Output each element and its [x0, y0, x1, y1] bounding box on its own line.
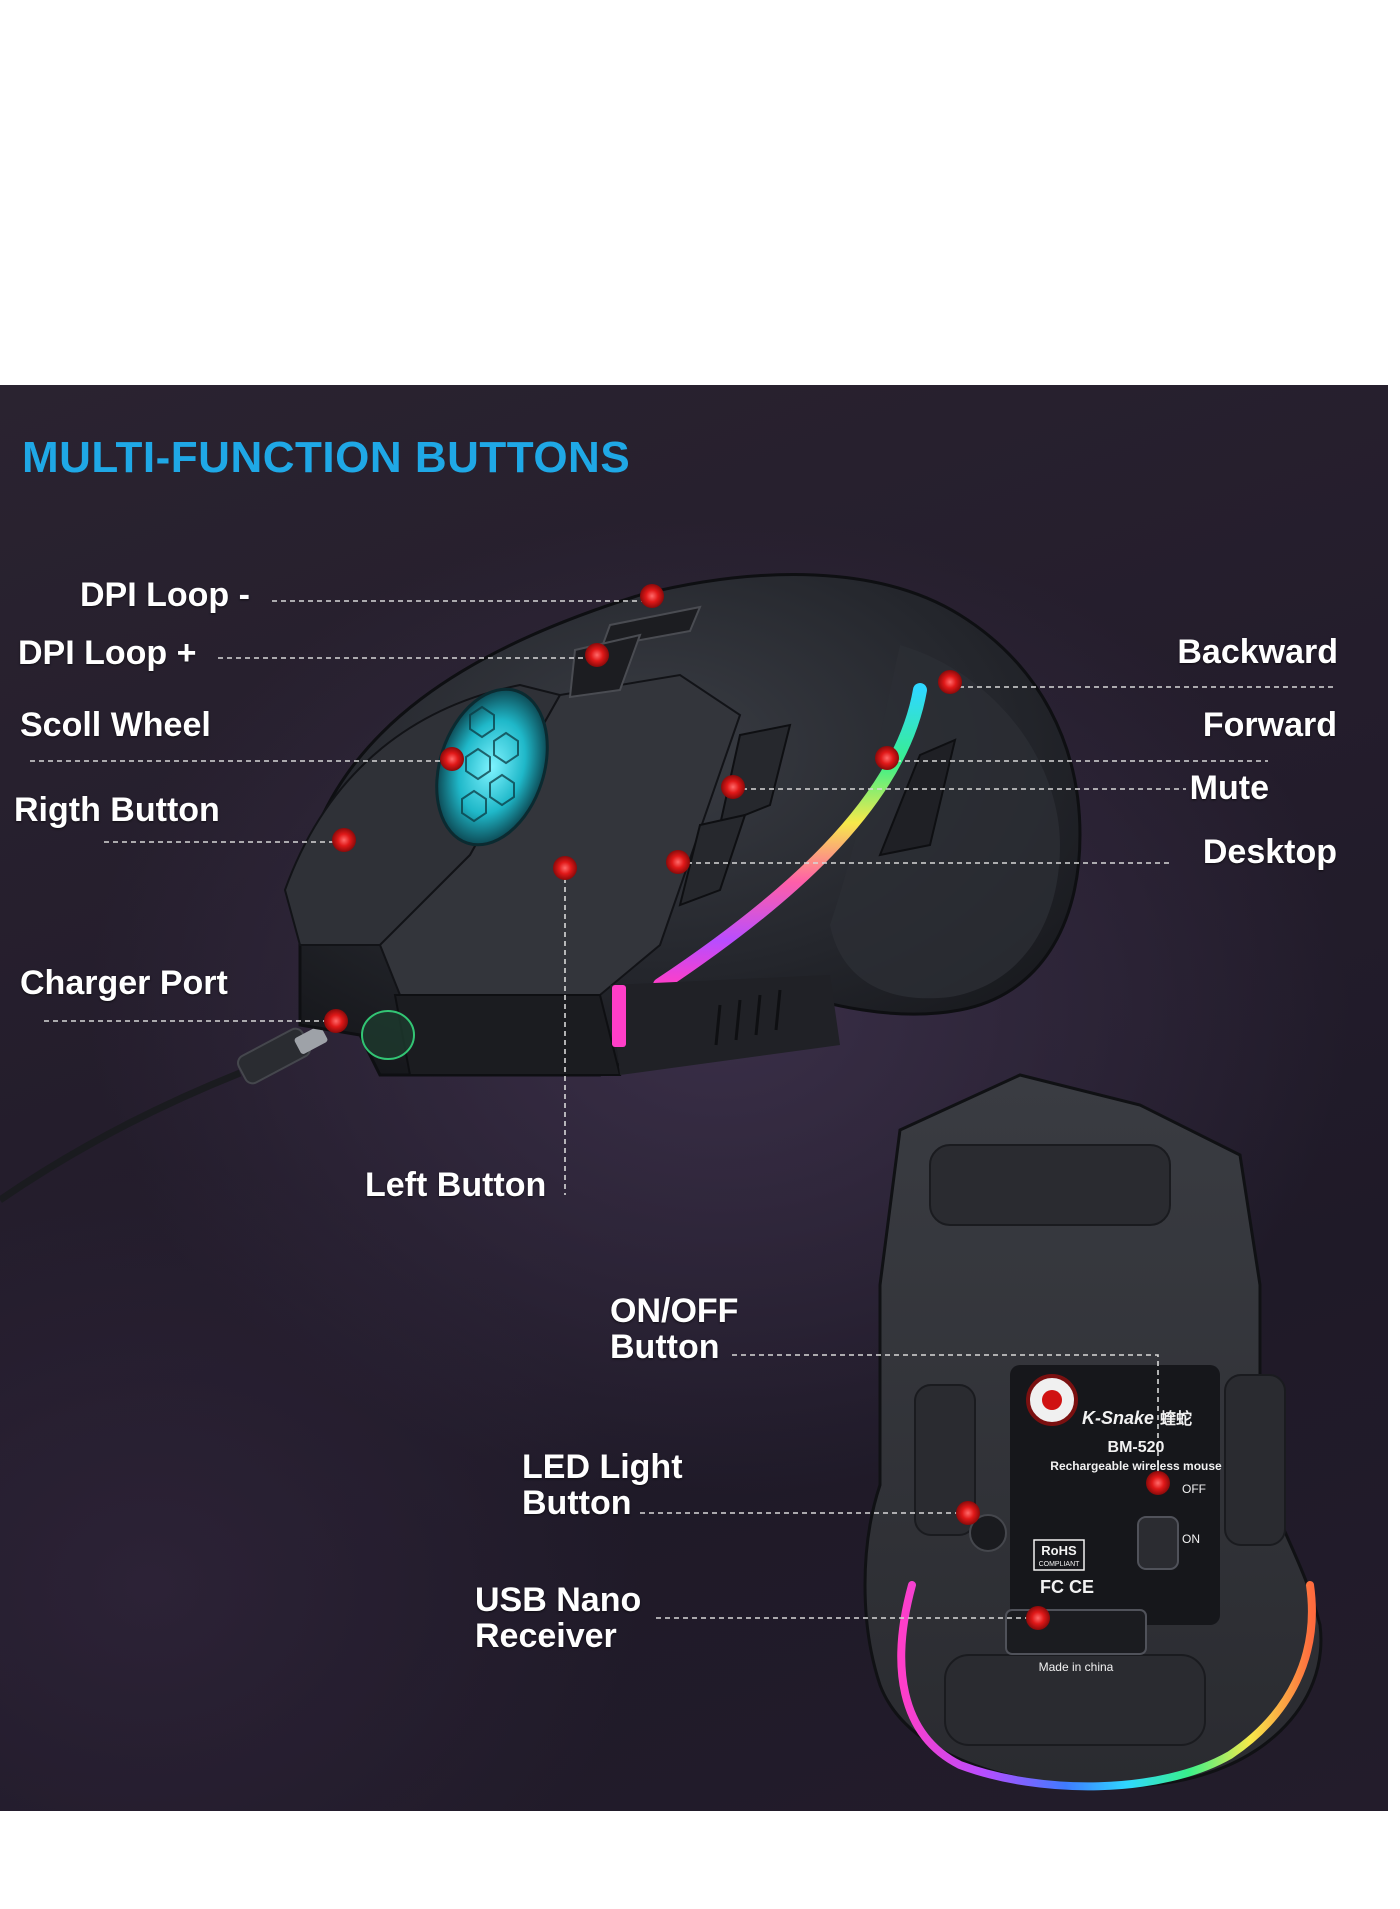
label-mute: Mute — [1189, 769, 1269, 807]
callout-dot-charger — [324, 1009, 348, 1033]
label-on-off-button: ON/OFF Button — [610, 1293, 738, 1365]
rohs-badge — [1033, 1539, 1085, 1571]
rohs-compliant-text: COMPLIANT — [1039, 1561, 1081, 1568]
palm-rest — [830, 645, 1060, 999]
section-title: MULTI-FUNCTION BUTTONS — [22, 433, 631, 482]
label-dpi-loop-plus: DPI Loop + — [18, 634, 197, 672]
label-scroll-wheel: Scoll Wheel — [20, 706, 211, 744]
label-led-light-button: LED Light Button — [522, 1449, 683, 1521]
callout-dot-usb — [1026, 1606, 1050, 1630]
label-usb-nano-receiver: USB Nano Receiver — [475, 1582, 641, 1654]
desktop-side-key — [678, 813, 747, 907]
power-switch — [1137, 1516, 1179, 1570]
product-panel: K-Snake 蝰蛇 BM-520 Rechargeable wireless … — [0, 385, 1388, 1811]
label-on-off-line1: ON/OFF — [610, 1292, 739, 1330]
usb-plug-tip — [294, 1026, 328, 1054]
cert-marks-text: FC CE — [1040, 1577, 1094, 1597]
label-left-button: Left Button — [365, 1166, 547, 1204]
callout-dot-right-button — [332, 828, 356, 852]
right-foot-pad — [1224, 1374, 1286, 1546]
scroll-wheel — [435, 687, 549, 847]
callout-lines: K-Snake 蝰蛇 BM-520 Rechargeable wireless … — [30, 584, 1333, 1674]
label-led-line1: LED Light — [522, 1448, 683, 1486]
label-dpi-loop-minus: DPI Loop - — [80, 576, 250, 614]
wheel-hex-pattern — [461, 705, 519, 823]
label-on-off-line2: Button — [610, 1328, 720, 1366]
callout-dot-dpi-plus — [585, 643, 609, 667]
callout-dots — [324, 584, 1170, 1630]
led-light-switch — [969, 1514, 1007, 1552]
description-text: Rechargeable wireless mouse — [1050, 1459, 1222, 1473]
label-led-line2: Button — [522, 1484, 632, 1522]
label-usb-line2: Receiver — [475, 1617, 617, 1655]
callout-dot-on-off — [1146, 1471, 1170, 1495]
switch-on-text: ON — [1182, 1532, 1200, 1546]
leader-on-off — [732, 1354, 1159, 1483]
top-foot-pad — [929, 1144, 1171, 1226]
brand-text: K-Snake — [1082, 1408, 1154, 1428]
side-rgb-strip — [653, 683, 927, 992]
callout-dot-scroll — [440, 747, 464, 771]
sensor-lens — [1042, 1390, 1062, 1410]
label-charger-port: Charger Port — [20, 964, 228, 1002]
underside-rgb-ring — [897, 1581, 1316, 1791]
charger-port-socket — [361, 1010, 415, 1060]
callout-dot-led — [956, 1501, 980, 1525]
front-vents — [714, 989, 782, 1046]
callout-dot-mute — [721, 775, 745, 799]
rohs-text: RoHS — [1041, 1543, 1077, 1558]
model-text: BM-520 — [1108, 1439, 1165, 1456]
front-side-face — [610, 975, 840, 1075]
made-in-text: Made in china — [1039, 1660, 1114, 1674]
dpi-minus-key — [600, 605, 702, 649]
label-usb-line1: USB Nano — [475, 1581, 642, 1619]
label-right-button: Rigth Button — [14, 791, 220, 829]
callout-dot-forward — [875, 746, 899, 770]
front-rgb-accent — [612, 985, 626, 1047]
callout-dot-desktop — [666, 850, 690, 874]
callout-dot-dpi-minus — [640, 584, 664, 608]
left-foot-pad — [914, 1384, 976, 1536]
switch-off-text: OFF — [1182, 1482, 1206, 1496]
callout-dot-left-button — [553, 856, 577, 880]
forward-side-key — [878, 738, 957, 857]
usb-cable — [0, 1069, 242, 1203]
label-backward: Backward — [1177, 633, 1338, 671]
label-desktop: Desktop — [1202, 833, 1337, 871]
callout-dot-backward — [938, 670, 962, 694]
brand-cn-text: 蝰蛇 — [1160, 1409, 1192, 1428]
label-forward: Forward — [1202, 706, 1337, 744]
